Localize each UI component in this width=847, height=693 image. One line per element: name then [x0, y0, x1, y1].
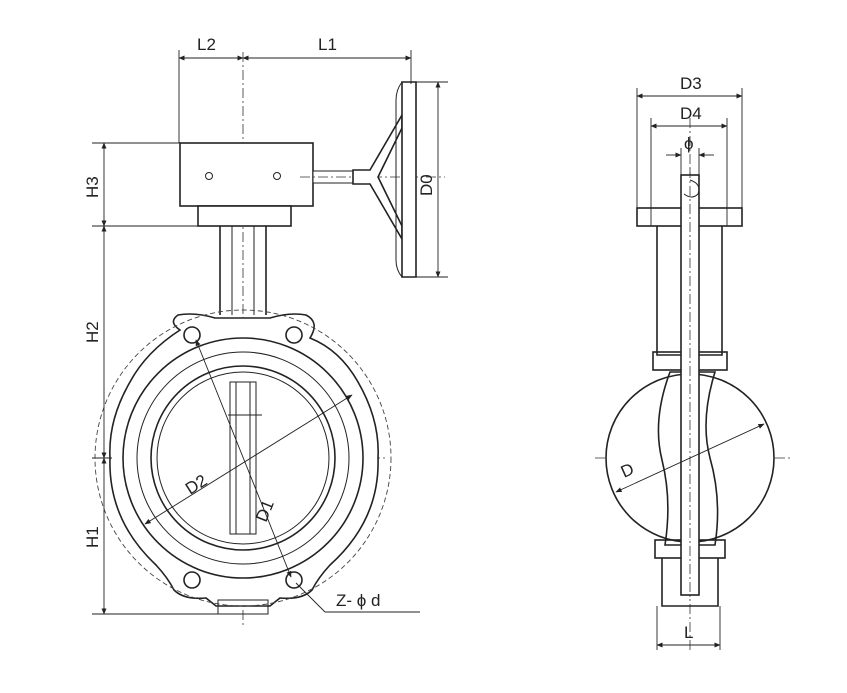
gearbox-neck: [197, 205, 292, 227]
dim-label-l: L: [684, 623, 693, 642]
bottom-boss: [661, 558, 719, 607]
bolt-hole: [285, 571, 303, 589]
dim-label-d3: D3: [680, 74, 702, 93]
handwheel-rim: [401, 81, 417, 278]
gearbox-body: [179, 142, 314, 207]
dim-label-z-phi-d: Z- ϕ d: [336, 591, 380, 610]
bolt-hole: [285, 326, 303, 344]
dim-label-phi: ϕ: [684, 134, 694, 153]
dim-label-h2: H2: [83, 321, 102, 343]
dim-label-l2: L2: [197, 35, 216, 54]
bolt-hole: [183, 326, 201, 344]
dim-label-h3: H3: [83, 176, 102, 198]
front-view: [92, 50, 448, 625]
dim-label-h1: H1: [83, 526, 102, 548]
handwheel-spokes: [352, 112, 403, 242]
side-view: [595, 88, 790, 650]
dim-label-l1: L1: [318, 35, 337, 54]
dim-label-d4: D4: [680, 104, 702, 123]
dim-label-d0: D0: [417, 174, 436, 196]
bolt-hole: [183, 571, 201, 589]
